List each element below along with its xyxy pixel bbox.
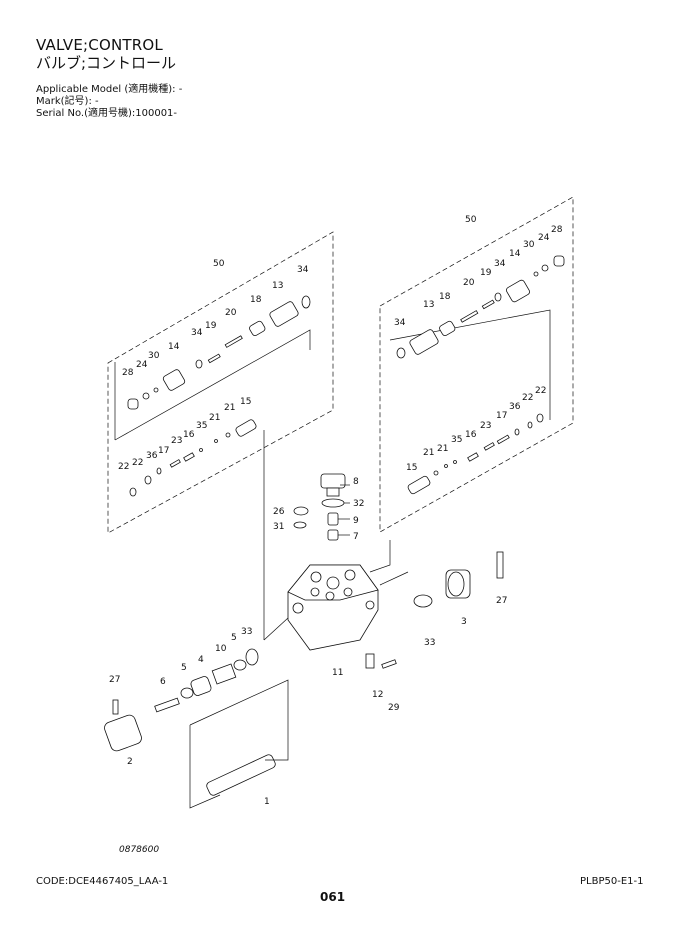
- callout-label: 50: [465, 215, 477, 225]
- callout-label: 33: [424, 638, 435, 648]
- callout-label: 22: [535, 386, 546, 396]
- callout-label: 4: [198, 655, 204, 665]
- callout-label: 27: [109, 675, 120, 685]
- valve-body: [287, 473, 379, 651]
- callout-label: 28: [551, 225, 563, 235]
- callouts-left: 50 34 13 18 20 19 34 14 30 24 28 15 21 2…: [118, 259, 309, 472]
- callout-label: 22: [522, 393, 533, 403]
- callout-label: 33: [241, 627, 252, 637]
- footer-code: CODE:DCE4467405_LAA-1: [36, 876, 169, 887]
- callout-label: 34: [297, 265, 309, 275]
- callouts-right: 50 28 24 30 14 34 19 20 18 13 34 22 22 3…: [394, 215, 563, 473]
- spool-parts: [104, 648, 276, 796]
- callout-label: 8: [353, 477, 359, 487]
- callout-label: 34: [394, 318, 406, 328]
- callout-label: 21: [423, 448, 434, 458]
- callout-label: 13: [423, 300, 434, 310]
- callout-label: 3: [461, 617, 467, 627]
- callout-label: 15: [406, 463, 417, 473]
- page-title: VALVE;CONTROL: [36, 36, 163, 54]
- applicable-model: Applicable Model (適用機種): -: [36, 84, 183, 95]
- callout-label: 22: [132, 458, 143, 468]
- callout-label: 36: [509, 402, 521, 412]
- callout-label: 24: [538, 233, 550, 243]
- callout-label: 7: [353, 532, 359, 542]
- callout-label: 24: [136, 360, 148, 370]
- callout-label: 22: [118, 462, 129, 472]
- callout-label: 35: [451, 435, 462, 445]
- callout-label: 36: [146, 451, 158, 461]
- callout-label: 16: [183, 430, 195, 440]
- callout-label: 18: [250, 295, 262, 305]
- callout-label: 18: [439, 292, 451, 302]
- callout-label: 32: [353, 499, 364, 509]
- callout-label: 28: [122, 368, 134, 378]
- callout-label: 17: [158, 446, 169, 456]
- callout-label: 35: [196, 421, 207, 431]
- right-cap-parts: [365, 551, 504, 669]
- serial-number: Serial No.(適用号機):100001-: [36, 108, 178, 119]
- callout-label: 27: [496, 596, 507, 606]
- callout-label: 29: [388, 703, 400, 713]
- callout-label: 50: [213, 259, 225, 269]
- callout-label: 21: [437, 444, 448, 454]
- callout-label: 16: [465, 430, 477, 440]
- callout-label: 34: [191, 328, 203, 338]
- callout-label: 5: [231, 633, 237, 643]
- callout-label: 12: [372, 690, 383, 700]
- drawing-number: 0878600: [119, 845, 160, 855]
- callout-label: 11: [332, 668, 343, 678]
- callout-label: 19: [205, 321, 217, 331]
- callout-label: 9: [353, 516, 359, 526]
- callout-label: 15: [240, 397, 251, 407]
- page-number: 061: [320, 890, 346, 904]
- footer-reference: PLBP50-E1-1: [580, 876, 644, 887]
- callout-label: 14: [509, 249, 521, 259]
- callout-label: 21: [209, 413, 220, 423]
- callout-label: 6: [160, 677, 166, 687]
- callout-label: 19: [480, 268, 492, 278]
- callout-label: 26: [273, 507, 285, 517]
- callouts-spool: 27 6 5 4 10 5 33 2 1: [109, 627, 270, 807]
- callout-label: 2: [127, 757, 133, 767]
- callout-label: 30: [148, 351, 160, 361]
- callout-label: 21: [224, 403, 235, 413]
- callout-label: 5: [181, 663, 187, 673]
- mark-label: Mark(記号): -: [36, 96, 99, 107]
- callout-label: 10: [215, 644, 227, 654]
- callout-label: 13: [272, 281, 283, 291]
- left-group-outline: [107, 231, 334, 534]
- callout-label: 30: [523, 240, 535, 250]
- callout-label: 17: [496, 411, 507, 421]
- callout-label: 1: [264, 797, 270, 807]
- callouts-body: 8 32 9 7 26 31 11 33 3 27 12 29: [273, 477, 507, 713]
- callout-label: 20: [463, 278, 475, 288]
- right-group-outline: [379, 196, 574, 533]
- callout-label: 23: [171, 436, 182, 446]
- callout-label: 20: [225, 308, 237, 318]
- callout-label: 34: [494, 259, 506, 269]
- callout-label: 31: [273, 522, 284, 532]
- callout-label: 23: [480, 421, 491, 431]
- left-group-parts: [127, 295, 311, 497]
- callout-label: 14: [168, 342, 180, 352]
- page-title-japanese: バルブ;コントロール: [36, 54, 177, 72]
- right-group-parts: [396, 255, 565, 495]
